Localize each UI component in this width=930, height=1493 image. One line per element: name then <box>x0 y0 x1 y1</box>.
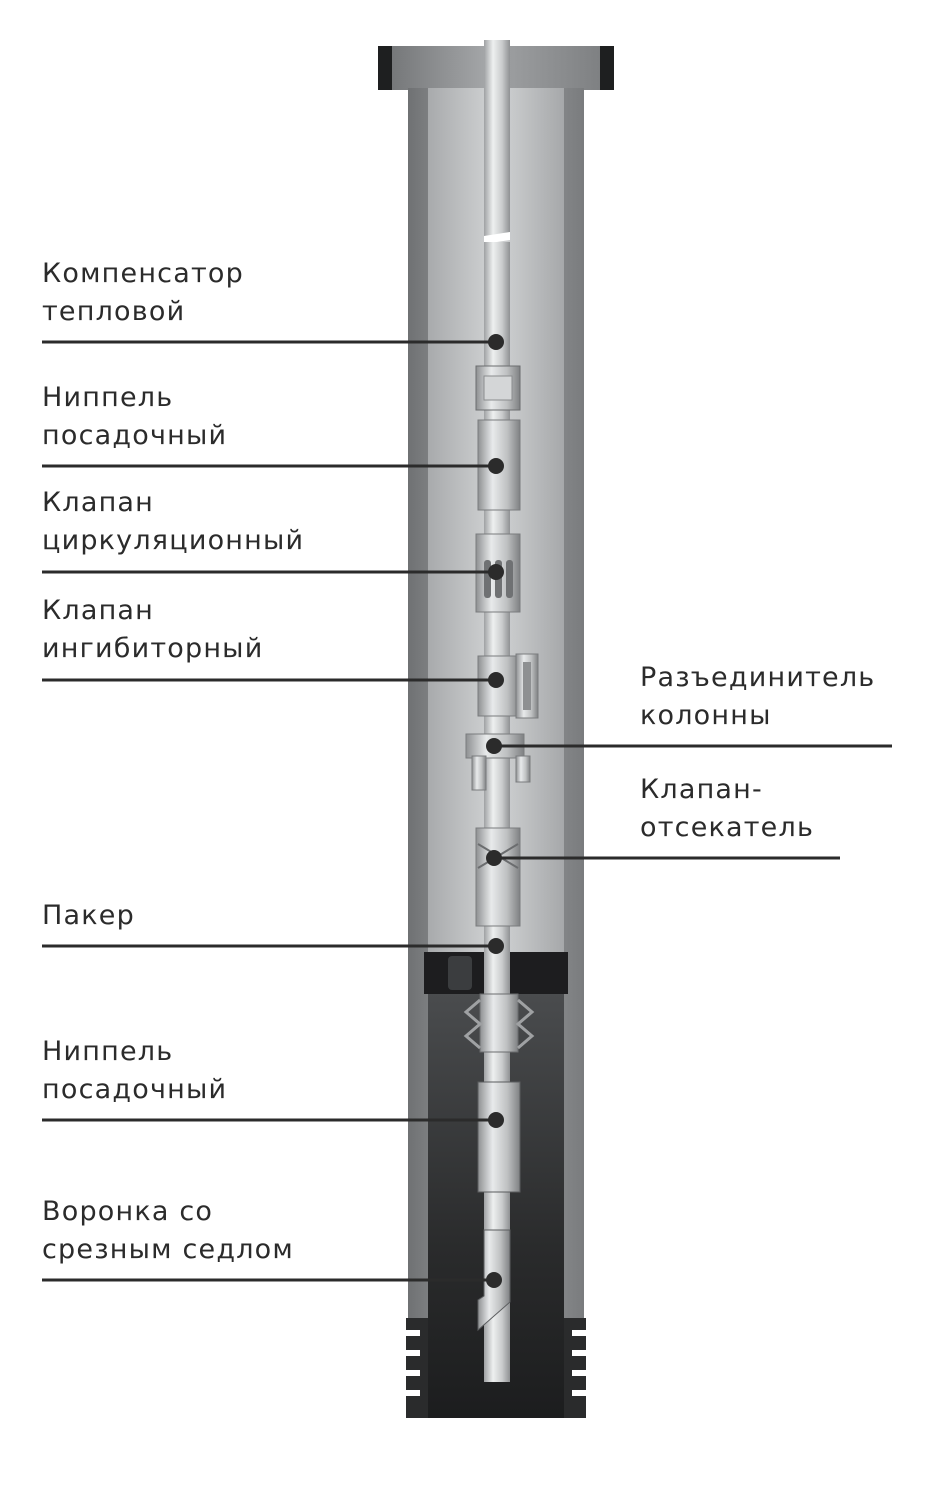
casing-thread-marks <box>406 1330 586 1396</box>
label-inhibitor-valve: Клапан ингибиторный <box>42 592 263 668</box>
leader-dot-circulation-valve <box>488 564 504 580</box>
label-landing-nipple-upper-line1: Ниппель <box>42 382 174 413</box>
label-landing-nipple-upper: Ниппель посадочный <box>42 379 227 455</box>
label-packer-line1: Пакер <box>42 900 135 931</box>
packer-anchor <box>463 993 535 1053</box>
label-landing-nipple-lower: Ниппель посадочный <box>42 1033 227 1109</box>
label-circulation-valve: Клапан циркуляционный <box>42 484 304 560</box>
label-landing-nipple-lower-line1: Ниппель <box>42 1036 174 1067</box>
label-string-disconnector-line1: Разъединитель <box>640 662 876 693</box>
label-thermal-compensator-line1: Компенсатор <box>42 258 244 289</box>
leader-dot-inhibitor-valve <box>488 672 504 688</box>
leader-dot-string-disconnector <box>486 738 502 754</box>
label-string-disconnector: Разъединитель колонны <box>640 659 875 735</box>
label-packer: Пакер <box>42 897 135 935</box>
label-safety-valve: Клапан- отсекатель <box>640 771 814 847</box>
leader-dot-safety-valve <box>486 850 502 866</box>
label-landing-nipple-upper-line2: посадочный <box>42 420 228 451</box>
label-thermal-compensator: Компенсатор тепловой <box>42 255 244 331</box>
label-string-disconnector-line2: колонны <box>640 700 772 731</box>
callout-leaders <box>42 334 892 1288</box>
leader-dot-thermal-compensator <box>488 334 504 350</box>
landing-nipple-lower-body <box>477 1081 521 1193</box>
leader-dot-landing-nipple-lower <box>488 1112 504 1128</box>
label-safety-valve-line2: отсекатель <box>640 812 815 843</box>
label-shear-seat-funnel-line2: срезным седлом <box>42 1234 294 1265</box>
leader-dot-landing-nipple-upper <box>488 458 504 474</box>
thermal-compensator-body <box>475 365 521 411</box>
label-thermal-compensator-line2: тепловой <box>42 296 186 327</box>
label-shear-seat-funnel-line1: Воронка со <box>42 1196 214 1227</box>
label-inhibitor-valve-line2: ингибиторный <box>42 633 264 664</box>
inhibitor-valve-body <box>477 653 539 719</box>
label-inhibitor-valve-line1: Клапан <box>42 595 155 626</box>
label-safety-valve-line1: Клапан- <box>640 774 763 805</box>
leader-dot-shear-seat-funnel <box>486 1272 502 1288</box>
label-shear-seat-funnel: Воронка со срезным седлом <box>42 1193 294 1269</box>
safety-valve-body <box>475 827 521 927</box>
label-circulation-valve-line2: циркуляционный <box>42 525 305 556</box>
leader-dot-packer <box>488 938 504 954</box>
label-landing-nipple-lower-line2: посадочный <box>42 1074 228 1105</box>
label-circulation-valve-line1: Клапан <box>42 487 155 518</box>
